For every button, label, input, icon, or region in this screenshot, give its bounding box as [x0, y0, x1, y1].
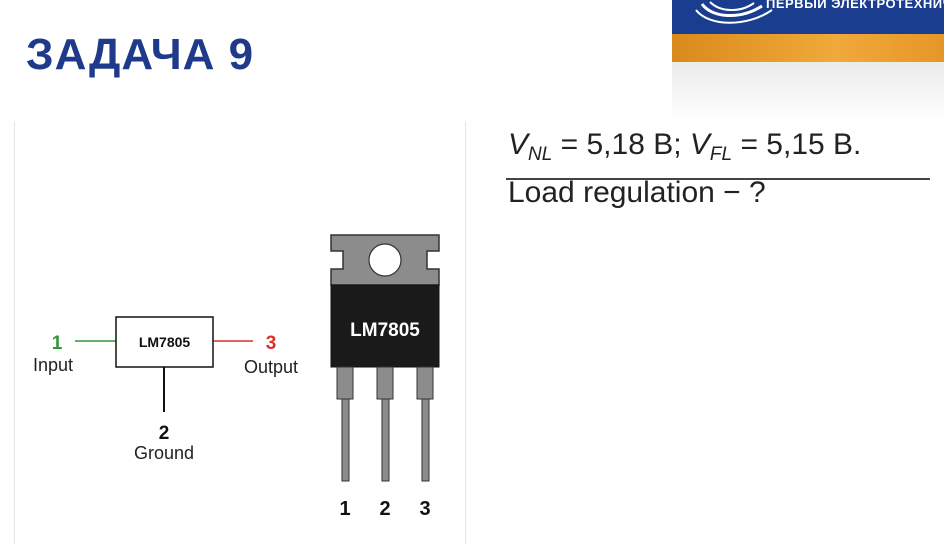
- banner-bottom-stripe: [672, 34, 944, 62]
- pin2-label: Ground: [134, 443, 194, 463]
- regulator-block: [115, 316, 214, 368]
- package-body: [330, 284, 440, 368]
- pin3-label: Output: [244, 357, 298, 377]
- v-fl-subscript: FL: [709, 144, 733, 165]
- v-fl-value: = 5,15 В.: [732, 128, 862, 161]
- pin3-number: 3: [266, 333, 277, 354]
- question: Load regulation − ?: [508, 176, 766, 209]
- logo-swoosh-icon: [695, 1, 773, 24]
- v-nl-subscript: NL: [528, 144, 553, 165]
- given-values: VNL = 5,18 В; VFL = 5,15 В.: [508, 128, 861, 166]
- pin1-number: 1: [52, 333, 63, 354]
- slide-title: ЗАДАЧА 9: [26, 30, 255, 79]
- banner-shadow: [672, 62, 944, 122]
- given-divider: [506, 178, 930, 180]
- package-pin-3-number: 3: [419, 498, 430, 520]
- package-leg-2: [376, 366, 394, 482]
- package-leg-3: [416, 366, 434, 482]
- package-pin-1-number: 1: [339, 498, 350, 520]
- pin1-label: Input: [33, 355, 73, 375]
- banner-top-stripe: ПЕРВЫЙ ЭЛЕКТРОТЕХНИЧЕС: [672, 0, 944, 34]
- regulator-diagram: LM7805 1 Input 3 Output 2 Ground LM7805 …: [33, 234, 440, 520]
- block-chip-label: LM7805: [139, 334, 191, 350]
- v-nl-symbol: V: [508, 128, 529, 161]
- v-nl-value: = 5,18 В;: [552, 128, 690, 161]
- logo-text: ПЕРВЫЙ ЭЛЕКТРОТЕХНИЧЕС: [766, 0, 944, 11]
- package-pin-2-number: 2: [379, 498, 390, 520]
- regulator-figure: LM7805 1 Input 3 Output 2 Ground LM7805 …: [14, 122, 466, 544]
- v-fl-symbol: V: [689, 128, 710, 161]
- package-leg-1: [336, 366, 354, 482]
- pin2-number: 2: [159, 423, 170, 444]
- mounting-hole: [368, 243, 402, 277]
- logo-banner: ПЕРВЫЙ ЭЛЕКТРОТЕХНИЧЕС: [672, 0, 944, 62]
- package-chip-label: LM7805: [350, 320, 420, 341]
